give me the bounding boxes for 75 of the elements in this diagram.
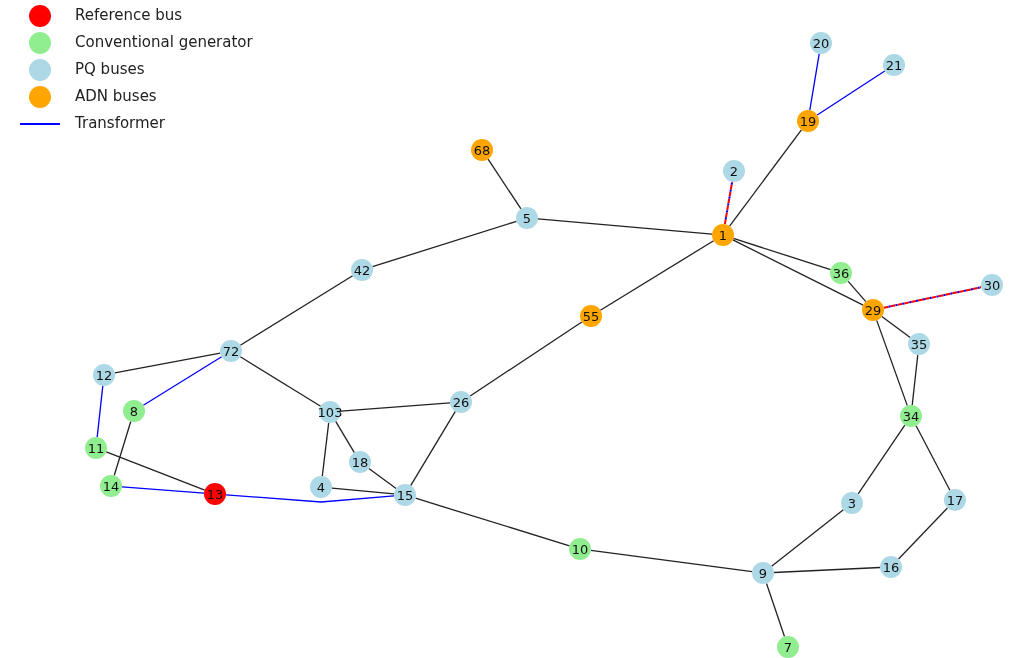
line xyxy=(590,549,753,573)
bus-node: 68 xyxy=(471,139,493,161)
bus-node: 55 xyxy=(580,305,602,327)
bus-node: 19 xyxy=(797,110,819,132)
line xyxy=(335,420,355,454)
line xyxy=(239,275,354,346)
legend-text: PQ buses xyxy=(75,59,145,81)
line xyxy=(331,487,395,495)
bus-node: 29 xyxy=(862,299,884,321)
line xyxy=(599,240,715,311)
line xyxy=(881,315,911,339)
line xyxy=(239,356,322,407)
line xyxy=(771,509,844,567)
bus-node: 5 xyxy=(516,207,538,229)
bus-node: 4 xyxy=(310,476,332,498)
bus-node: 15 xyxy=(394,484,416,506)
line xyxy=(414,497,571,547)
line xyxy=(537,218,713,235)
transformer-line xyxy=(882,286,983,309)
line xyxy=(113,420,132,477)
line xyxy=(847,280,867,303)
bus-node: 18 xyxy=(349,451,371,473)
bus-node: 3 xyxy=(841,492,863,514)
line xyxy=(732,237,832,271)
bus-node: 30 xyxy=(981,274,1003,296)
transformer-line xyxy=(142,356,223,406)
legend-text: Reference bus xyxy=(75,5,183,27)
line xyxy=(340,402,451,412)
bus-node: 42 xyxy=(351,259,373,281)
line xyxy=(321,422,330,477)
line xyxy=(857,424,906,495)
transformer-line xyxy=(816,70,886,116)
legend-text: Transformer xyxy=(75,113,165,135)
bus-node: 35 xyxy=(908,333,930,355)
line xyxy=(911,354,919,406)
legend-text: ADN buses xyxy=(75,86,157,108)
line xyxy=(765,582,786,638)
line xyxy=(732,239,864,306)
bus-node: 34 xyxy=(900,405,922,427)
bus-node: 2 xyxy=(723,160,745,182)
line xyxy=(371,220,518,268)
bus-node: 10 xyxy=(569,538,591,560)
transformer-line xyxy=(225,494,395,503)
bus-node: 14 xyxy=(100,475,122,497)
line xyxy=(487,158,522,210)
line xyxy=(114,352,221,374)
line xyxy=(410,410,456,487)
bus-node: 11 xyxy=(85,437,107,459)
transformer-line xyxy=(723,180,734,226)
line xyxy=(773,566,881,574)
line xyxy=(469,321,583,397)
bus-node: 36 xyxy=(830,262,852,284)
line xyxy=(876,319,908,407)
line xyxy=(897,507,949,560)
bus-node: 12 xyxy=(93,364,115,386)
line xyxy=(368,467,397,490)
bus-node: 21 xyxy=(883,54,905,76)
bus-node: 7 xyxy=(777,636,799,658)
bus-node: 103 xyxy=(319,401,341,423)
line xyxy=(915,425,951,491)
transformer-line xyxy=(809,53,820,111)
transformer-line xyxy=(96,385,104,438)
line xyxy=(728,129,803,227)
bus-node: 1 xyxy=(712,224,734,246)
legend-text: Conventional generator xyxy=(75,32,253,54)
bus-node: 72 xyxy=(220,340,242,362)
bus-node: 17 xyxy=(944,489,966,511)
bus-node: 9 xyxy=(752,562,774,584)
line xyxy=(105,451,206,491)
bus-node: 26 xyxy=(450,391,472,413)
bus-node: 20 xyxy=(810,32,832,54)
transformer-line xyxy=(121,486,205,494)
bus-node: 13 xyxy=(204,483,226,505)
bus-node: 16 xyxy=(880,556,902,578)
bus-node: 8 xyxy=(123,400,145,422)
